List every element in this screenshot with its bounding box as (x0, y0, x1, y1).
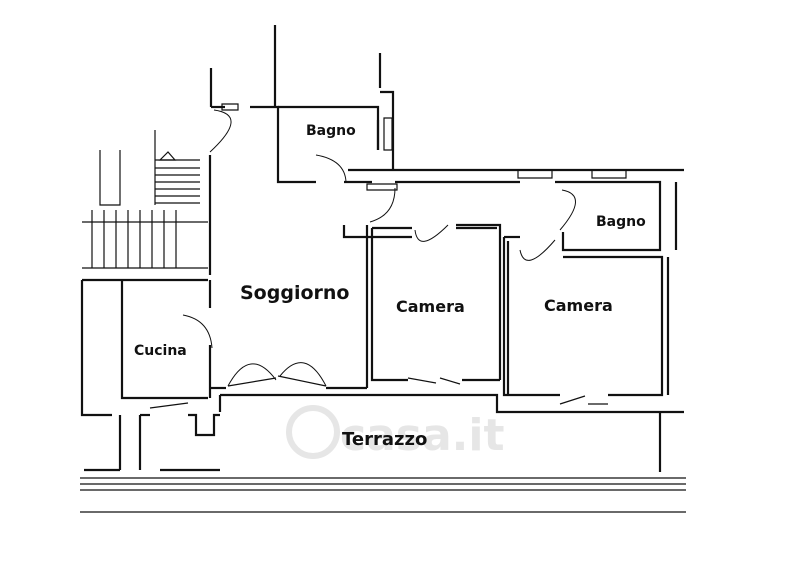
label-camera-2: Camera (544, 296, 613, 315)
window-doors (227, 362, 327, 387)
label-cucina: Cucina (134, 343, 187, 359)
watermark: casa.it (286, 405, 504, 461)
walls (80, 25, 686, 513)
label-terrazzo: Terrazzo (342, 429, 427, 450)
label-camera-1: Camera (396, 297, 465, 316)
label-bagno-1: Bagno (306, 123, 356, 139)
label-soggiorno: Soggiorno (240, 282, 349, 304)
staircase (82, 130, 208, 269)
watermark-text: casa.it (340, 410, 504, 461)
doors (149, 103, 627, 409)
label-bagno-2: Bagno (596, 214, 646, 230)
